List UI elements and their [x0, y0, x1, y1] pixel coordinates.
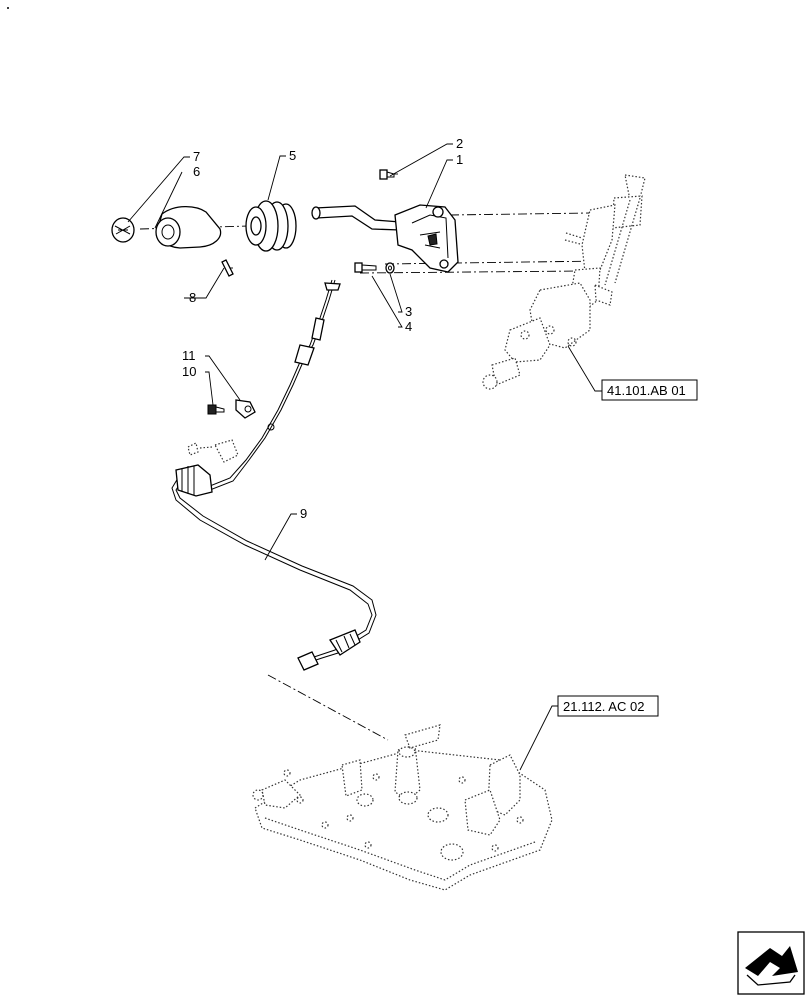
transmission-plate-assembly: [252, 724, 553, 891]
steering-column-assembly: [482, 174, 646, 390]
bolt-2-part: [379, 169, 395, 180]
clamp-lower-part: [187, 439, 239, 463]
callout-1: 1: [456, 152, 463, 167]
bolt-10-part: [207, 404, 225, 415]
callout-6: 6: [193, 164, 200, 179]
callout-10: 10: [182, 364, 196, 379]
callout-labels: 7 6 5 2 1 8 3 4 11 10 9: [182, 136, 463, 521]
corner-mark: [7, 7, 9, 9]
reference-steering-column-label: 41.101.AB 01: [607, 383, 686, 398]
callout-4: 4: [405, 319, 412, 334]
reference-transmission-plate[interactable]: 21.112. AC 02: [557, 695, 659, 717]
callout-9: 9: [300, 506, 307, 521]
reference-transmission-plate-label: 21.112. AC 02: [563, 699, 644, 714]
callout-5: 5: [289, 148, 296, 163]
reference-steering-column[interactable]: 41.101.AB 01: [601, 379, 698, 401]
arrow-icon[interactable]: [737, 931, 805, 995]
lever-bracket-part: [394, 204, 459, 273]
callout-8: 8: [189, 290, 196, 305]
shift-cable-part: [171, 279, 377, 671]
assembly-lines: [139, 173, 601, 741]
knob-cap-part: [111, 217, 135, 243]
washer-3-part: [385, 262, 395, 274]
shift-lever-part: [311, 205, 401, 231]
callout-3: 3: [405, 304, 412, 319]
leader-lines: [127, 143, 602, 771]
boot-part: [245, 200, 297, 252]
pin-part: [221, 259, 234, 277]
callout-7: 7: [193, 149, 200, 164]
bolt-4-part: [354, 262, 377, 273]
callout-11: 11: [182, 348, 196, 363]
callout-2: 2: [456, 136, 463, 151]
shift-knob-part: [155, 205, 222, 249]
clamp-11-part: [235, 399, 256, 419]
